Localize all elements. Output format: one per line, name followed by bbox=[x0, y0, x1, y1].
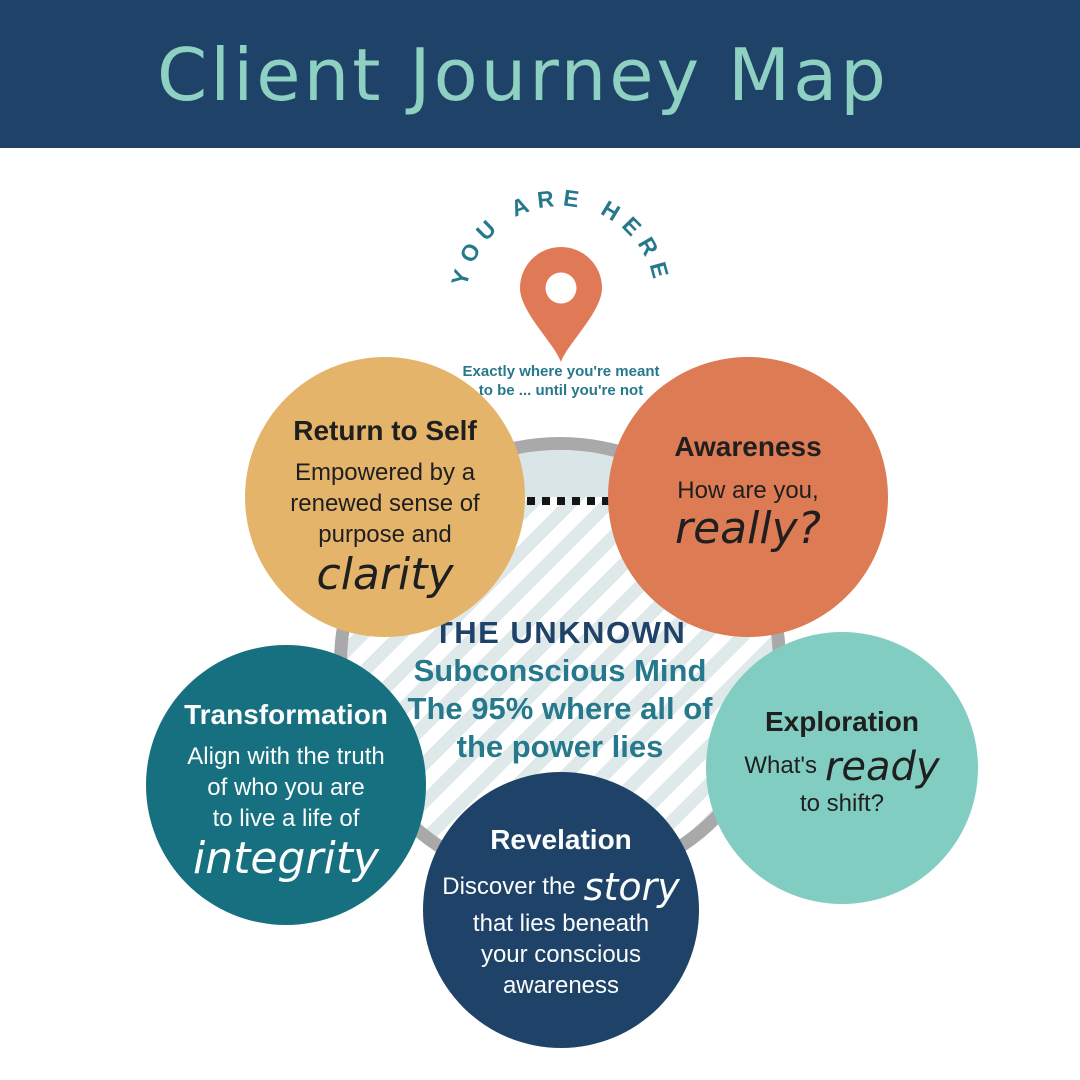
stage-accent-word: really? bbox=[675, 503, 821, 554]
stage-body-line: Discover the story bbox=[442, 865, 680, 909]
stage-body-line: What's ready bbox=[744, 746, 939, 788]
stage-circle-revelation: Revelation Discover the story that lies b… bbox=[423, 772, 699, 1048]
pin-caption: Exactly where you're meant to be ... unt… bbox=[420, 362, 702, 400]
stage-title: Transformation bbox=[184, 699, 388, 730]
stage-body-line: your conscious bbox=[480, 940, 642, 968]
center-line-1: Subconscious Mind bbox=[413, 653, 707, 688]
stage-body-text: What's bbox=[744, 752, 817, 779]
pin-caption-line-2: to be ... until you're not bbox=[478, 382, 644, 399]
stage-circle-return-to-self: Return to Self Empowered by a renewed se… bbox=[245, 357, 525, 637]
stage-body: How are you, bbox=[677, 475, 818, 506]
header-banner: Client Journey Map bbox=[0, 0, 1080, 148]
stage-body: Empowered by a renewed sense of purpose … bbox=[290, 457, 479, 550]
stage-accent-word: integrity bbox=[193, 833, 379, 884]
stage-accent-word: story bbox=[583, 865, 680, 909]
stage-accent-word: ready bbox=[824, 744, 940, 790]
stage-body-line: that lies beneath bbox=[472, 909, 650, 937]
stage-title: Revelation bbox=[490, 824, 632, 855]
stage-title: Return to Self bbox=[293, 415, 477, 446]
pin-hole bbox=[545, 272, 577, 304]
stage-circle-awareness: Awareness How are you, really? bbox=[608, 357, 888, 637]
center-title: THE UNKNOWN bbox=[433, 615, 687, 650]
stage-circle-exploration: Exploration What's ready to shift? bbox=[706, 632, 978, 904]
stage-title: Awareness bbox=[674, 431, 822, 462]
page-title: Client Journey Map bbox=[157, 33, 889, 117]
center-text-block: THE UNKNOWN Subconscious Mind The 95% wh… bbox=[347, 614, 773, 766]
stage-body-line: of who you are bbox=[207, 774, 365, 801]
center-line-3: the power lies bbox=[456, 729, 664, 764]
stage-accent-word: clarity bbox=[316, 549, 454, 600]
location-pin-icon bbox=[520, 246, 602, 362]
stage-body-line: awareness bbox=[502, 971, 620, 999]
stage-body-line: Empowered by a bbox=[294, 459, 476, 486]
stage-body-line: renewed sense of bbox=[290, 490, 480, 517]
dotted-surface-line bbox=[347, 497, 773, 505]
center-line-2: The 95% where all of bbox=[407, 691, 713, 726]
stage-body-line: purpose and bbox=[318, 521, 452, 548]
stage-body-text: Discover the bbox=[442, 873, 576, 900]
stage-body: Align with the truth of who you are to l… bbox=[187, 741, 384, 834]
pin-caption-line-1: Exactly where you're meant bbox=[462, 363, 660, 380]
stage-body: What's ready to shift? bbox=[744, 746, 939, 819]
stage-circle-transformation: Transformation Align with the truth of w… bbox=[146, 645, 426, 925]
stage-body-line: to live a life of bbox=[212, 805, 360, 832]
stage-body-line: How are you, bbox=[677, 477, 819, 504]
stage-body-line: to shift? bbox=[799, 790, 885, 817]
stage-title: Exploration bbox=[764, 706, 919, 737]
stage-body: Discover the story that lies beneath your… bbox=[442, 865, 680, 1001]
stage-body-line: Align with the truth bbox=[187, 743, 385, 770]
